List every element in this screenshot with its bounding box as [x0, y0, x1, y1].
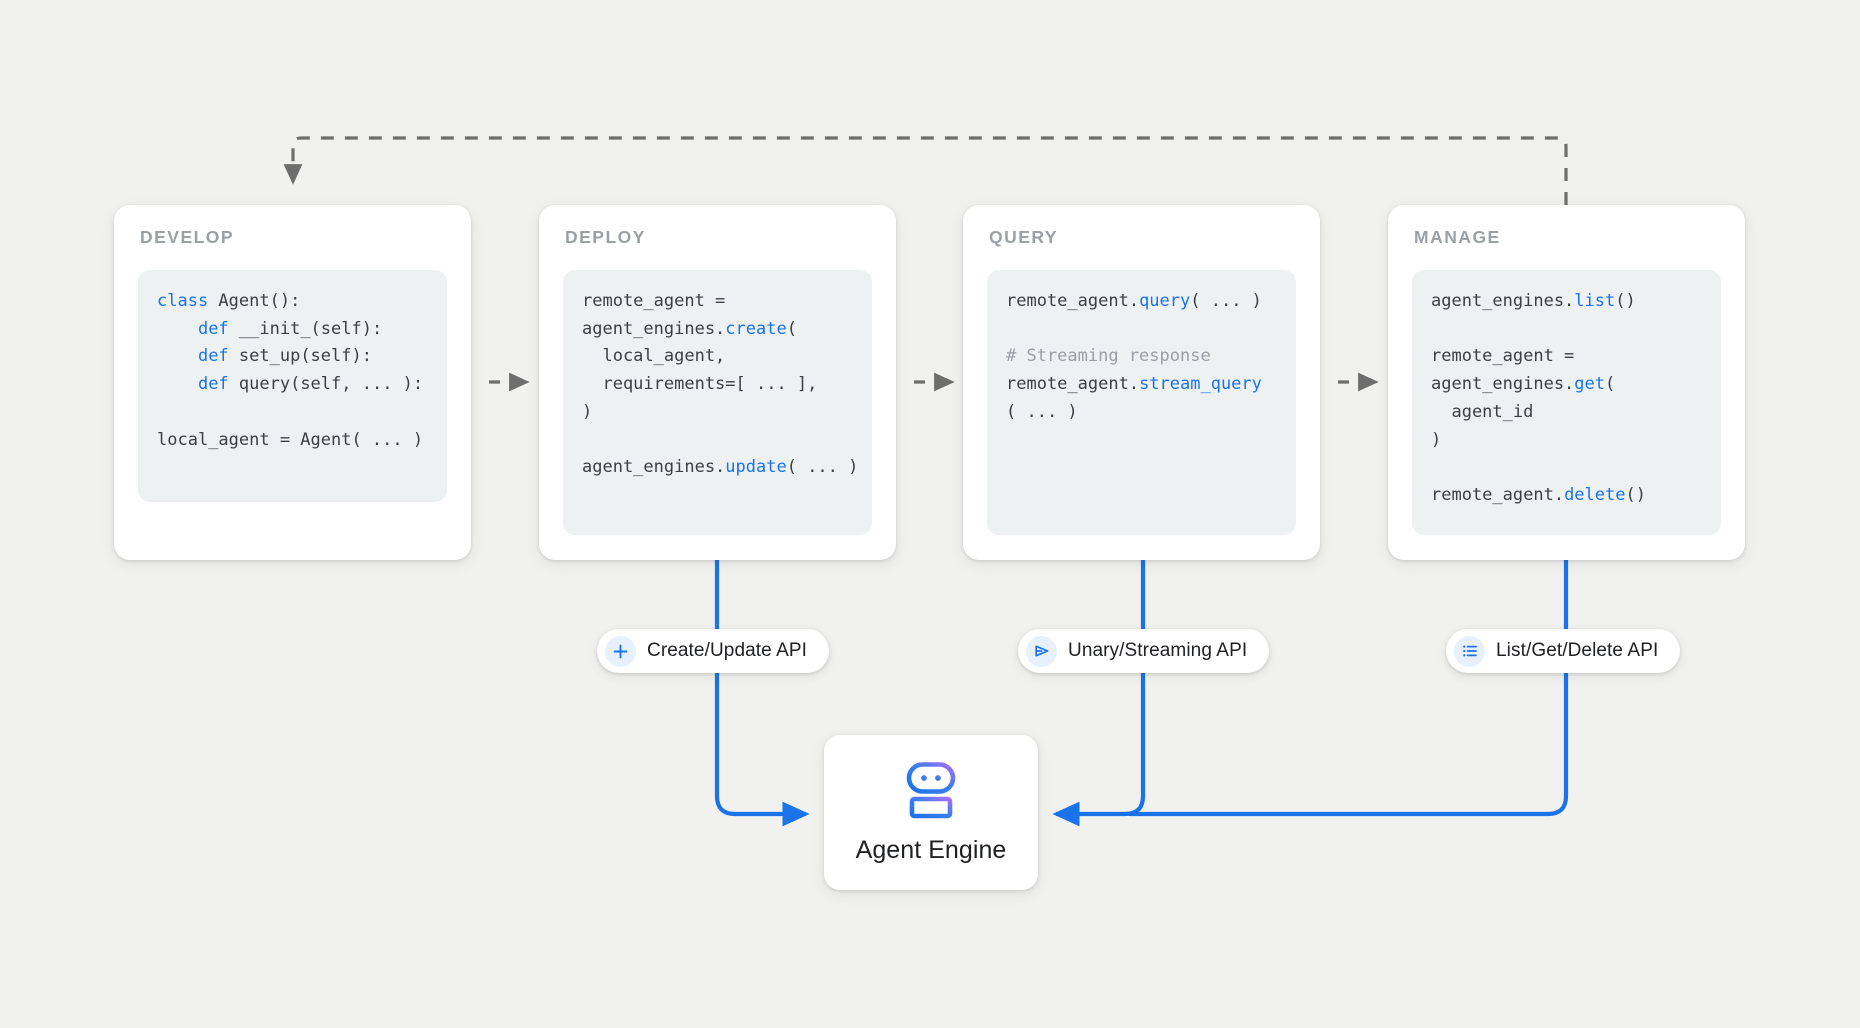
api-pill-label: Create/Update API — [647, 640, 808, 661]
code-block-manage: agent_engines.list() remote_agent = agen… — [1412, 270, 1721, 535]
agent-engine-node[interactable]: Agent Engine — [824, 735, 1038, 890]
wire-query-to-engine — [1052, 560, 1146, 827]
stage-title-manage: MANAGE — [1414, 227, 1501, 247]
code-block-query: remote_agent.query( ... ) # Streaming re… — [987, 270, 1296, 535]
api-pill-unary-streaming[interactable]: Unary/Streaming API — [1018, 629, 1270, 673]
stage-title-develop: DEVELOP — [140, 227, 235, 247]
code-block-develop: class Agent(): def __init_(self): def se… — [138, 270, 447, 502]
list-icon — [1454, 635, 1485, 667]
stage-title-deploy: DEPLOY — [565, 227, 646, 247]
send-triangle-icon — [1026, 635, 1057, 667]
robot-icon — [900, 761, 962, 826]
feedback-loop-path — [283, 136, 1568, 205]
stage-card-deploy: DEPLOY remote_agent = agent_engines.crea… — [539, 205, 896, 560]
plus-icon — [605, 635, 636, 667]
stage-card-develop: DEVELOP class Agent(): def __init_(self)… — [114, 205, 471, 560]
agent-engine-label: Agent Engine — [855, 835, 1007, 864]
api-pill-label: Unary/Streaming API — [1068, 640, 1248, 661]
stage-card-manage: MANAGE agent_engines.list() remote_agent… — [1388, 205, 1745, 560]
api-pill-list-get-delete[interactable]: List/Get/Delete API — [1446, 629, 1681, 673]
code-block-deploy: remote_agent = agent_engines.create( loc… — [563, 270, 872, 535]
stage-title-query: QUERY — [989, 227, 1059, 247]
wire-deploy-to-engine — [714, 560, 810, 827]
api-pill-label: List/Get/Delete API — [1496, 640, 1659, 661]
api-pill-create-update[interactable]: Create/Update API — [597, 629, 830, 673]
wire-manage-to-engine — [1129, 560, 1569, 817]
stage-card-query: QUERY remote_agent.query( ... ) # Stream… — [963, 205, 1320, 560]
